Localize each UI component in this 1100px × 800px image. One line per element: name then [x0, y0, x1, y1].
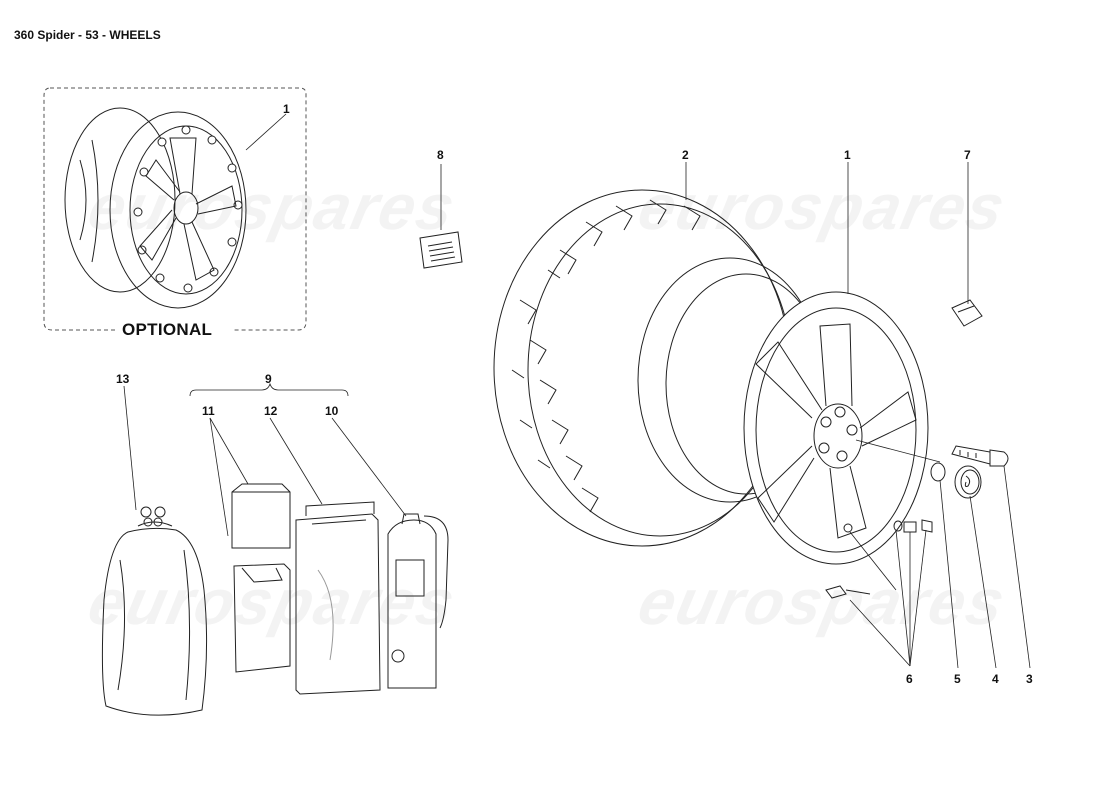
callout-hub-cap: 4	[992, 672, 999, 686]
o-ring-drawing	[930, 462, 946, 482]
callout-label: 8	[437, 148, 444, 162]
hub-cap-drawing	[954, 465, 982, 499]
callout-bag: 13	[116, 372, 130, 386]
callout-canister-grip: 12	[264, 404, 278, 418]
callout-sealant-bottle: 10	[325, 404, 339, 418]
callout-kit: 9	[265, 372, 272, 386]
callout-canister-upper: 11	[202, 404, 215, 418]
label-sticker-drawing	[419, 231, 463, 269]
callout-valve: 6	[906, 672, 913, 686]
sealant-bottle-drawing	[387, 513, 449, 689]
valve-parts-drawing	[825, 519, 933, 599]
callout-tyre: 2	[682, 148, 689, 162]
bag-drawing	[101, 506, 208, 716]
callout-optional-wheel: 1	[283, 102, 290, 116]
page-title: 360 Spider - 53 - WHEELS	[14, 28, 161, 42]
wheel-bolt-drawing	[951, 445, 1009, 467]
optional-wheel-drawing	[43, 87, 307, 331]
balance-weight-drawing	[951, 299, 983, 327]
rim-drawing	[743, 291, 929, 565]
grip-container-drawing	[295, 501, 381, 695]
callout-rim: 1	[844, 148, 851, 162]
canister-drawing	[231, 483, 291, 673]
optional-label: OPTIONAL	[122, 320, 213, 339]
callout-o-ring: 5	[954, 672, 961, 686]
callout-weight: 7	[964, 148, 971, 162]
callout-bolt: 3	[1026, 672, 1033, 686]
